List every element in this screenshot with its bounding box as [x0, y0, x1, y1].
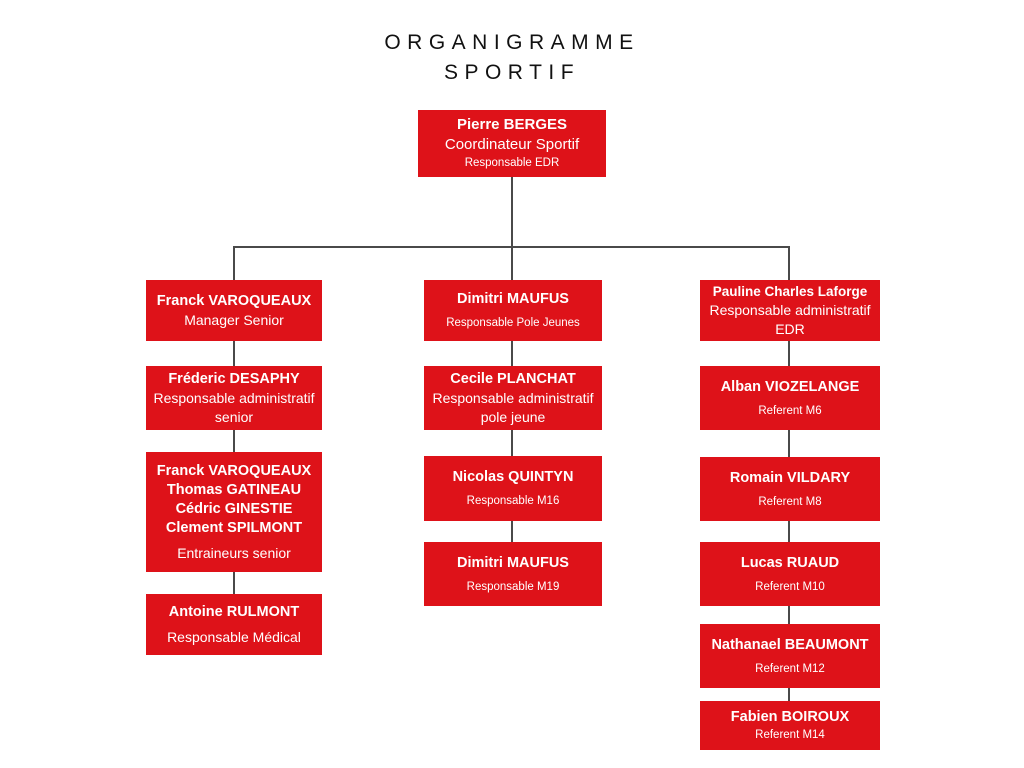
org-node-role-secondary: Responsable EDR — [464, 157, 560, 169]
org-node-name: Pierre BERGES — [456, 116, 568, 133]
org-node-role: Referent M8 — [758, 495, 822, 508]
connector-middle-2-3 — [511, 430, 513, 457]
org-node-role-secondary: senior — [214, 408, 254, 425]
org-node-name: Romain VILDARY — [729, 469, 851, 486]
org-node-name: Nathanael BEAUMONT — [711, 636, 869, 653]
connector-left-3-4 — [233, 572, 235, 595]
org-node-role: Manager Senior — [184, 311, 284, 328]
org-node-name: Cédric GINESTIE — [175, 500, 293, 517]
org-node-role: Responsable administratif — [432, 389, 594, 406]
org-node-name: Lucas RUAUD — [740, 554, 840, 571]
org-node-name: Dimitri MAUFUS — [457, 554, 569, 571]
org-node-name: Cecile PLANCHAT — [450, 370, 576, 387]
org-node-name: Pauline Charles Laforge — [712, 283, 868, 299]
org-node-name: Dimitri MAUFUS — [457, 291, 569, 307]
org-node-role: Responsable Médical — [167, 628, 301, 645]
org-node-dimitri-maufus-pole-jeunes[interactable]: Dimitri MAUFUS Responsable Pole Jeunes — [424, 280, 602, 341]
org-node-nicolas-quintyn[interactable]: Nicolas QUINTYN Responsable M16 — [424, 456, 602, 521]
connector-middle-1-2 — [511, 341, 513, 367]
org-node-role: Responsable M16 — [466, 495, 560, 507]
org-node-name: Fabien BOIROUX — [730, 709, 850, 725]
org-node-role: Entraineurs senior — [177, 544, 291, 561]
org-node-role: Referent M12 — [755, 662, 825, 675]
org-node-role: Referent M14 — [755, 729, 825, 741]
org-node-role: Coordinateur Sportif — [444, 136, 580, 153]
org-node-name: Franck VAROQUEAUX — [156, 462, 312, 479]
connector-left-2-3 — [233, 430, 235, 453]
org-node-role: Referent M6 — [758, 404, 822, 417]
org-node-fabien-boiroux[interactable]: Fabien BOIROUX Referent M14 — [700, 701, 880, 750]
connector-left-1-2 — [233, 341, 235, 367]
connector-right-5-6 — [788, 688, 790, 702]
org-node-name: Alban VIOZELANGE — [720, 378, 860, 395]
org-node-antoine-rulmont[interactable]: Antoine RULMONT Responsable Médical — [146, 594, 322, 655]
page-title: ORGANIGRAMME SPORTIF — [384, 31, 640, 84]
org-node-name: Antoine RULMONT — [168, 603, 300, 620]
org-node-nathanael-beaumont[interactable]: Nathanael BEAUMONT Referent M12 — [700, 624, 880, 688]
org-node-role: Referent M10 — [755, 580, 825, 593]
org-node-romain-vildary[interactable]: Romain VILDARY Referent M8 — [700, 457, 880, 521]
org-node-cecile-planchat[interactable]: Cecile PLANCHAT Responsable administrati… — [424, 366, 602, 430]
org-node-role: Responsable Pole Jeunes — [446, 317, 580, 329]
connector-right-1-2 — [788, 341, 790, 367]
org-node-alban-viozelange[interactable]: Alban VIOZELANGE Referent M6 — [700, 366, 880, 430]
org-node-frederic-desaphy[interactable]: Fréderic DESAPHY Responsable administrat… — [146, 366, 322, 430]
connector-root-down — [511, 177, 513, 247]
connector-right-3-4 — [788, 521, 790, 543]
connector-bus-to-left — [233, 246, 235, 281]
org-node-root[interactable]: Pierre BERGES Coordinateur Sportif Respo… — [418, 110, 606, 177]
org-node-name: Thomas GATINEAU — [166, 481, 302, 498]
connector-right-2-3 — [788, 430, 790, 458]
org-node-lucas-ruaud[interactable]: Lucas RUAUD Referent M10 — [700, 542, 880, 606]
org-node-role: Responsable administratif — [153, 389, 315, 406]
org-node-name: Franck VAROQUEAUX — [156, 292, 312, 309]
org-node-entraineurs-senior[interactable]: Franck VAROQUEAUX Thomas GATINEAU Cédric… — [146, 452, 322, 572]
org-node-name: Fréderic DESAPHY — [168, 370, 300, 387]
org-node-franck-varoqueaux-manager[interactable]: Franck VAROQUEAUX Manager Senior — [146, 280, 322, 341]
org-node-dimitri-maufus-m19[interactable]: Dimitri MAUFUS Responsable M19 — [424, 542, 602, 606]
connector-bus-to-middle — [511, 246, 513, 281]
connector-bus-to-right — [788, 246, 790, 281]
org-node-pauline-charles-laforge[interactable]: Pauline Charles Laforge Responsable admi… — [700, 280, 880, 341]
connector-horizontal-bus — [233, 246, 789, 248]
org-node-role-secondary: EDR — [775, 320, 805, 337]
org-node-name: Nicolas QUINTYN — [452, 469, 574, 485]
connector-right-4-5 — [788, 606, 790, 625]
connector-middle-3-4 — [511, 521, 513, 543]
org-node-name: Clement SPILMONT — [165, 519, 303, 536]
org-node-role-secondary: pole jeune — [480, 408, 546, 425]
org-node-role: Responsable administratif — [709, 301, 871, 318]
org-node-role: Responsable M19 — [466, 580, 560, 593]
